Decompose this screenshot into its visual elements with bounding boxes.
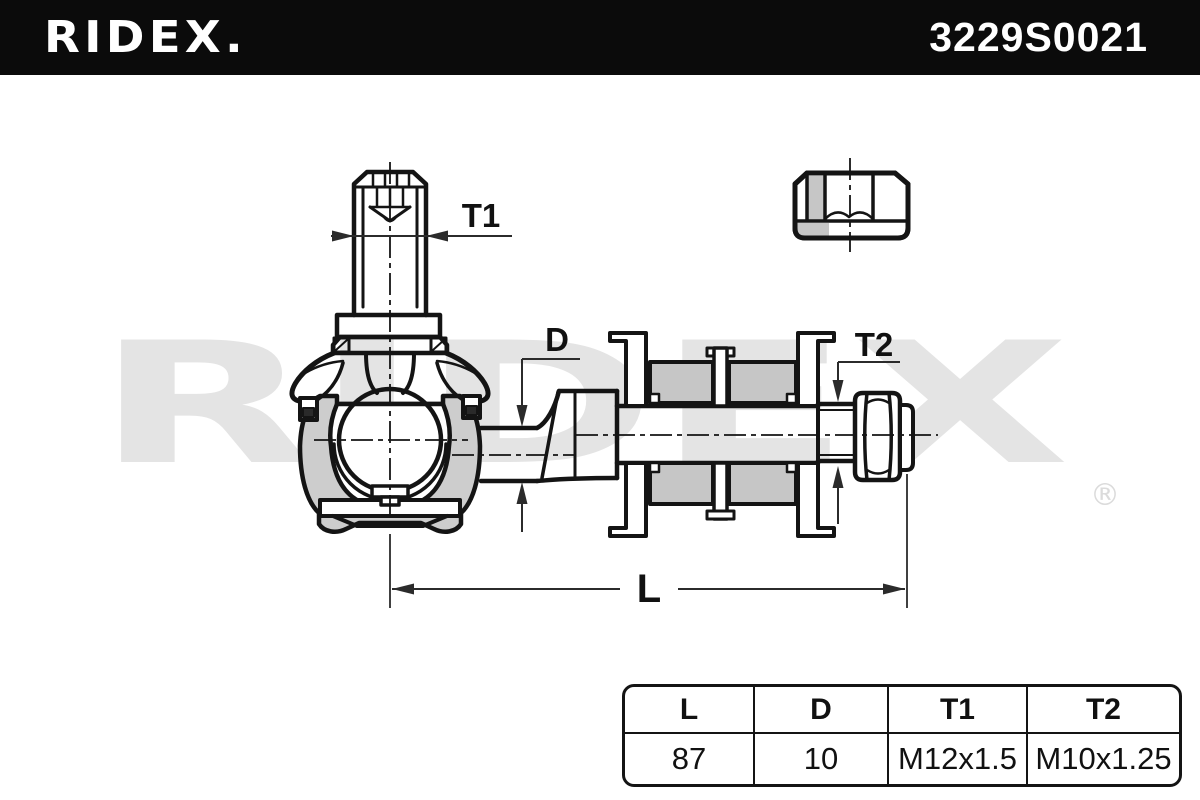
center-spacer: [705, 346, 736, 521]
stud-end-cap: [898, 403, 915, 472]
dust-boot: [289, 350, 491, 422]
cup-washer: [608, 331, 836, 538]
dim-t2: T2: [832, 326, 900, 524]
spec-table: L D T1 T2 87 10 M12x1.5 M10x1.25: [622, 684, 1182, 787]
spec-header-t1: T1: [889, 687, 1028, 734]
hex-nut: [852, 390, 903, 483]
threaded-end-and-nut: [815, 390, 915, 483]
boot-clamp-ring: [298, 394, 482, 422]
header-bar: RIDEX. 3229S0021: [0, 0, 1200, 75]
rubber-bushing: [648, 360, 798, 506]
spec-header-t2: T2: [1028, 687, 1179, 734]
spec-value-t1: M12x1.5: [889, 734, 1028, 784]
dim-label-l: L: [637, 567, 661, 611]
spec-header-d: D: [755, 687, 889, 734]
watermark-text: RIDEX: [95, 306, 1070, 502]
dim-l: L: [389, 474, 908, 611]
centerlines: [314, 158, 938, 532]
dim-label-t2: T2: [855, 326, 894, 363]
spec-header-l: L: [625, 687, 755, 734]
dimensions: T1 D T2: [331, 197, 908, 611]
dim-label-d: D: [545, 321, 569, 358]
bushing-assembly: [608, 331, 836, 538]
spec-value-t2: M10x1.25: [1035, 741, 1172, 776]
spec-value-l: 87: [625, 734, 755, 784]
stud-collar: [330, 312, 450, 356]
part-number: 3229S0021: [929, 14, 1148, 60]
dim-label-t1: T1: [462, 197, 501, 234]
watermark-registered-icon: ®: [1090, 478, 1120, 513]
spec-value-d: 10: [755, 734, 889, 784]
dim-d: D: [516, 321, 580, 532]
dim-t1: T1: [331, 197, 512, 242]
ridex-watermark: RIDEX ®: [95, 306, 1120, 513]
flange-nut: [792, 170, 911, 241]
brand-logo: RIDEX.: [44, 12, 247, 63]
